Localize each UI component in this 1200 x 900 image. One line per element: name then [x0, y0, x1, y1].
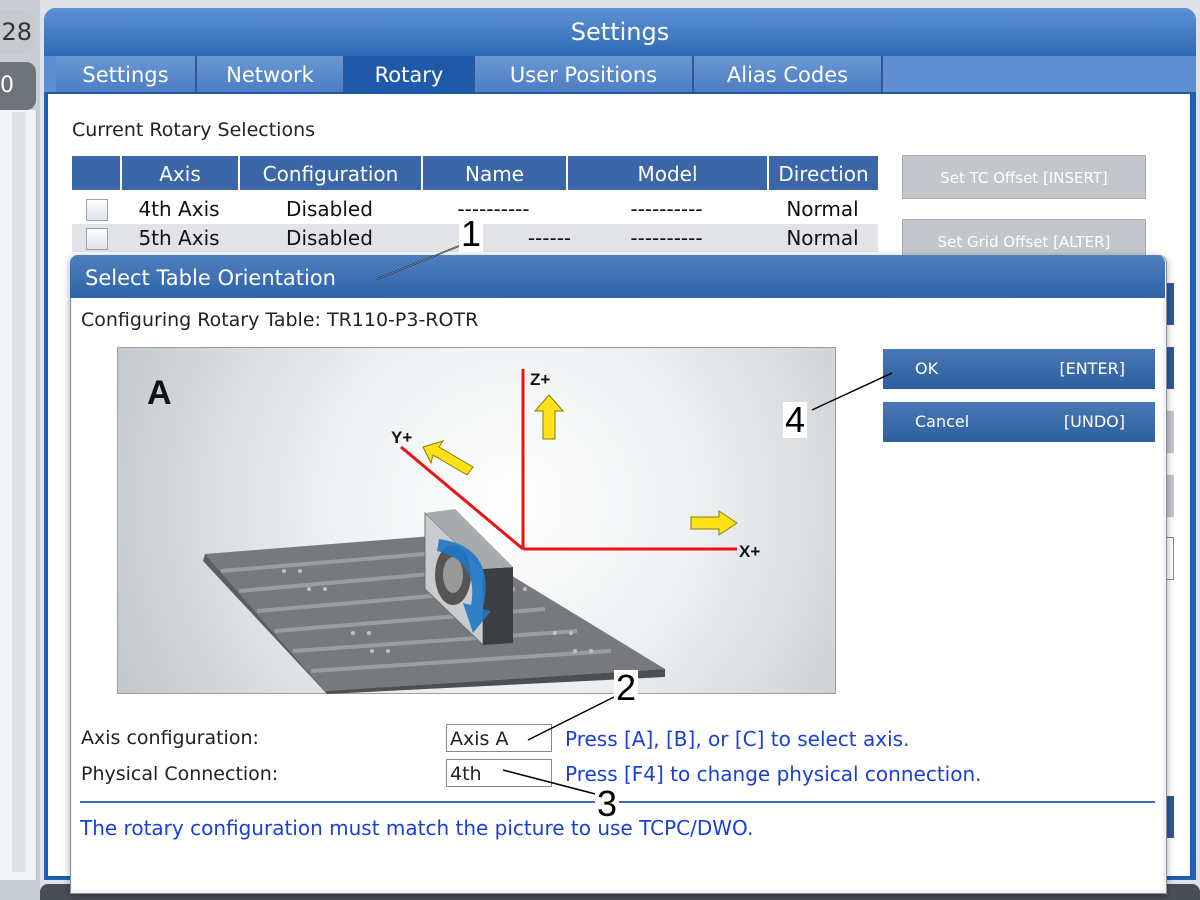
dialog-title: Select Table Orientation	[70, 255, 1165, 298]
cancel-button-label: Cancel	[915, 412, 970, 431]
window-title: Settings	[44, 8, 1196, 56]
left-panel-number-active: 0	[0, 62, 36, 110]
table-orientation-picture: A Z+ Y+ X+	[117, 347, 836, 694]
left-panel-scrollbar[interactable]	[12, 112, 26, 872]
x-axis-label: X+	[739, 542, 760, 561]
row-checkbox[interactable]	[86, 199, 108, 221]
tab-settings[interactable]: Settings	[56, 56, 197, 92]
row-direction: Normal	[786, 226, 859, 250]
rotary-top	[425, 509, 513, 569]
ok-button-label: OK	[915, 359, 939, 378]
callout-number-4: 4	[783, 399, 808, 440]
callout-line-2	[527, 696, 615, 741]
row-checkbox[interactable]	[86, 228, 108, 250]
callout-number-3: 3	[595, 783, 620, 824]
column-header-configuration[interactable]: Configuration	[238, 156, 421, 190]
cancel-button[interactable]: Cancel [UNDO]	[883, 402, 1155, 442]
orientation-diagram: A Z+ Y+ X+	[147, 369, 760, 694]
callout-line-3	[502, 769, 604, 797]
x-plus-arrow	[690, 510, 738, 536]
column-header-model[interactable]: Model	[566, 156, 767, 190]
axis-configuration-hint: Press [A], [B], or [C] to select axis.	[565, 727, 910, 751]
orientation-letter: A	[147, 374, 172, 412]
row-axis: 4th Axis	[138, 197, 220, 221]
ok-button[interactable]: OK [ENTER]	[883, 349, 1155, 389]
row-configuration: Disabled	[286, 226, 373, 250]
set-tc-offset-button[interactable]: Set TC Offset [INSERT]	[902, 155, 1146, 199]
table-edge	[325, 669, 665, 694]
column-header-direction[interactable]: Direction	[767, 156, 878, 190]
y-plus-arrow	[422, 440, 474, 476]
row-configuration: Disabled	[286, 197, 373, 221]
row-model: ----------	[630, 197, 703, 221]
physical-connection-hint: Press [F4] to change physical connection…	[565, 762, 982, 786]
tab-user-positions[interactable]: User Positions	[475, 56, 694, 92]
ok-button-key: [ENTER]	[1059, 359, 1125, 378]
rotation-arrow	[437, 539, 491, 633]
axis-configuration-label: Axis configuration:	[81, 727, 259, 749]
physical-connection-field[interactable]: 4th	[446, 759, 552, 787]
callout-number-2: 2	[614, 667, 639, 708]
table-holes	[282, 569, 593, 653]
z-axis-label: Z+	[530, 370, 550, 389]
column-header-axis[interactable]: Axis	[120, 156, 238, 190]
table-side	[203, 554, 327, 694]
rotary-side	[483, 567, 513, 645]
y-axis	[400, 445, 524, 551]
y-axis-label: Y+	[391, 428, 412, 447]
cancel-button-key: [UNDO]	[1063, 412, 1125, 431]
tab-alias-codes[interactable]: Alias Codes	[694, 56, 883, 92]
row-model: ----------	[630, 226, 703, 250]
left-panel-number: 28	[0, 10, 36, 54]
tab-network[interactable]: Network	[197, 56, 345, 92]
axis-configuration-field[interactable]: Axis A	[446, 724, 552, 752]
physical-connection-label: Physical Connection:	[81, 763, 279, 785]
callout-line-4	[811, 372, 893, 411]
z-plus-arrow	[533, 394, 565, 440]
rotary-section-title: Current Rotary Selections	[72, 119, 316, 141]
tab-rotary[interactable]: Rotary	[345, 56, 475, 92]
rotary-table-header	[72, 156, 878, 190]
tcpc-dwo-note: The rotary configuration must match the …	[80, 816, 754, 840]
table-surface	[205, 535, 665, 691]
callout-number-1: 1	[459, 213, 484, 254]
column-header-name[interactable]: Name	[421, 156, 566, 190]
row-name: ------	[527, 226, 572, 250]
configuring-label: Configuring Rotary Table: TR110-P3-ROTR	[81, 309, 479, 331]
row-direction: Normal	[786, 197, 859, 221]
row-axis: 5th Axis	[138, 226, 220, 250]
